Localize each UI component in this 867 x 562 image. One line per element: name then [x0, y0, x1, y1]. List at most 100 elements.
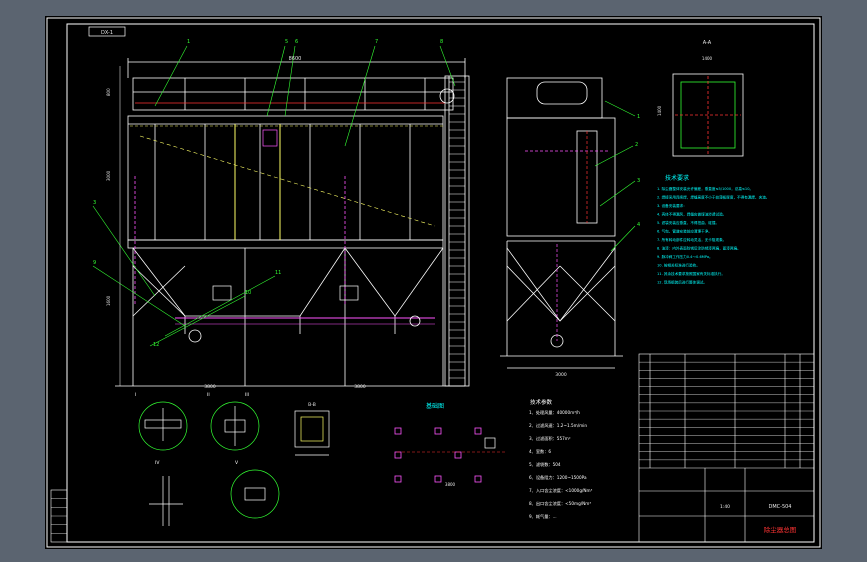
section-line-yellow [139, 135, 436, 227]
callout-label: 3 [93, 200, 96, 206]
callout-label: 5 [285, 39, 288, 45]
note-line: 7. 所有转动部件应转动灵活，无卡阻现象。 [657, 237, 726, 242]
filter-housing [127, 115, 444, 241]
hopper-outline [132, 247, 346, 317]
foundation-dim: 3800 [445, 482, 456, 487]
front-view [115, 58, 470, 387]
header-tag: DX-1 [101, 30, 113, 36]
side-housing [506, 117, 616, 237]
foundation-pad [394, 451, 402, 459]
foundation-pad [434, 475, 442, 483]
param-item: 3、过滤面积：557m² [529, 435, 571, 442]
note-line: 9. 脉冲阀工作压力0.4～0.6MPa。 [657, 254, 713, 259]
detail-internals [144, 406, 266, 526]
side-leaders [594, 100, 636, 252]
inner-border [66, 23, 815, 543]
fan-circle [439, 88, 455, 104]
detail-label: I [135, 392, 136, 398]
note-line: 1. 除尘器整体安装允许偏差，垂直度≤5/1000，总高≤10。 [657, 186, 753, 191]
note-line: 3. 设备安装要求： [657, 203, 687, 208]
left-stamp [50, 489, 68, 543]
drawing-sheet: DX-1 [45, 16, 822, 549]
tech-notes: 1. 除尘器整体安装允许偏差，垂直度≤5/1000，总高≤10。 2. 焊接采用连… [657, 186, 769, 285]
note-line: 8. 油漆：内外表面除锈后涂防锈漆两遍，面漆两遍。 [657, 246, 741, 251]
roof-structure [132, 77, 454, 111]
dim-top: 8600 [289, 56, 302, 62]
inspection-door [339, 285, 359, 301]
side-callout-label: 4 [637, 222, 640, 228]
params-list: 1、处理风量：40000m³/h 2、过滤风速：1.2~1.5m/min 3、过滤面… [529, 409, 593, 520]
callout-label: 7 [375, 39, 378, 45]
note-line: 2. 焊接采用连续焊，焊缝高度不小于较薄板厚度，不得有漏焊、夹渣。 [657, 195, 769, 200]
foundation-title: 基础图 [426, 402, 444, 410]
param-item: 5、滤袋数：504 [529, 461, 561, 468]
foundation-pad [454, 451, 462, 459]
callout-label: 8 [440, 39, 443, 45]
ladder [444, 75, 470, 387]
detail-label: II [207, 392, 210, 398]
bb-title: B-B [308, 402, 316, 408]
side-view [500, 77, 623, 369]
callout-label: 11 [275, 270, 281, 276]
foundation-pad [394, 475, 402, 483]
foundation-pad [434, 427, 442, 435]
side-callouts: 1 2 3 4 [635, 114, 640, 228]
reducer-icon [409, 315, 421, 327]
param-item: 2、过滤风速：1.2~1.5m/min [529, 422, 587, 429]
cad-canvas: DX-1 [46, 17, 821, 548]
note-line: 10. 按相关标准进行验收。 [657, 263, 700, 268]
side-hopper [506, 247, 616, 322]
drawing-no: DMC-504 [768, 504, 791, 510]
drawing-scale: 1:40 [720, 504, 730, 510]
motor-icon [188, 329, 202, 343]
callout-label: 1 [187, 39, 190, 45]
left-dim-1: 800 [106, 88, 111, 96]
callout-label: 12 [153, 342, 159, 348]
outer-border [46, 17, 821, 548]
access-door [262, 129, 278, 147]
detail-label: IV [155, 460, 160, 466]
foundation-plan [394, 427, 496, 483]
params-title: 技术参数 [530, 398, 553, 406]
side-callout-label: 3 [637, 178, 640, 184]
ladder-rungs [449, 81, 465, 379]
header-tag-box [88, 26, 126, 37]
param-item: 1、处理风量：40000m³/h [529, 409, 580, 416]
note-line: 4. 壳体不得漏风，焊缝应做煤油渗透试验。 [657, 212, 726, 217]
param-item: 8、出口含尘浓度：<50mg/Nm³ [529, 500, 591, 507]
drawing-title: 除尘器总图 [764, 525, 797, 534]
note-line: 6. 气包、管道安装前应清理干净。 [657, 229, 712, 234]
callout-leaders [92, 45, 456, 347]
side-callout-label: 1 [637, 114, 640, 120]
foundation-anchor [484, 437, 496, 449]
detail-views [138, 401, 280, 519]
side-callout-label: 2 [635, 142, 638, 148]
side-airbox [536, 81, 588, 105]
aa-dim-top: 1400 [702, 56, 713, 61]
title-block-rows [639, 361, 814, 461]
callout-label: 6 [295, 39, 298, 45]
dim-bottom-left: 3800 [204, 384, 216, 390]
left-dim-2: 3000 [106, 170, 111, 181]
notes-title: 技术要求 [665, 174, 689, 182]
aa-dim-side: 1400 [657, 105, 662, 116]
note-line: 12. 现场组装后进行整体调试。 [657, 280, 707, 285]
callout-label: 10 [245, 290, 251, 296]
bb-detail [294, 410, 330, 456]
foundation-pad [394, 427, 402, 435]
left-dim-3: 1600 [106, 295, 111, 306]
detail-label: V [235, 460, 239, 466]
side-dim-bottom: 3000 [555, 372, 567, 378]
param-item: 6、设备阻力：1200~1500Pa [529, 474, 587, 481]
param-item: 9、耗气量：... [529, 513, 557, 520]
title-block [638, 353, 815, 543]
param-item: 7、入口含尘浓度：<1000g/Nm³ [529, 487, 593, 494]
dim-bottom-right: 3800 [354, 384, 366, 390]
side-roof [506, 77, 603, 119]
foundation-pad [474, 427, 482, 435]
foundation-pad [474, 475, 482, 483]
note-line: 11. 其余技术要求按照国家有关标准执行。 [657, 271, 725, 276]
